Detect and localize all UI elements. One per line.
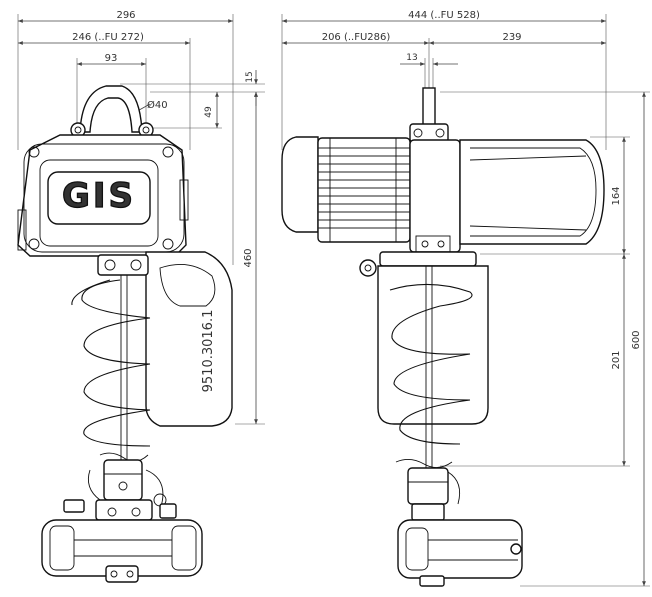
svg-text:600: 600 [631, 330, 642, 349]
svg-text:Ø40: Ø40 [147, 99, 168, 111]
dim-front-total-height: 460 [243, 92, 258, 424]
side-gear-housing [409, 139, 461, 253]
side-motor [281, 136, 411, 243]
side-view-hoist [281, 87, 605, 587]
side-view-dimensions: 444 (..FU 528) 206 (..FU286) 239 13 164 … [281, 10, 650, 587]
front-view-hoist: GIS 9510.3016.1 [17, 85, 233, 583]
svg-text:15: 15 [245, 71, 255, 82]
motor-housing: GIS [17, 134, 189, 257]
svg-text:49: 49 [204, 106, 214, 118]
svg-text:239: 239 [502, 32, 521, 43]
dim-side-total-width: 444 (..FU 528) [282, 10, 606, 23]
break-line [99, 452, 149, 462]
svg-text:13: 13 [406, 53, 417, 63]
side-chain-bag [377, 265, 489, 445]
dim-front-width-fu: 246 (..FU 272) [18, 32, 190, 45]
svg-text:164: 164 [611, 186, 622, 205]
dim-hook-height: 49 [204, 92, 219, 128]
side-suspension-hook [409, 87, 449, 143]
dim-side-body-height: 164 [611, 137, 626, 254]
gis-logo: GIS [62, 176, 136, 216]
dim-side-right-width: 239 [429, 32, 606, 45]
dim-chain-offset: 13 [400, 53, 458, 66]
side-lower-load-block [397, 519, 523, 587]
chain-coil [71, 279, 151, 447]
dim-hook-spacing: 93 [77, 53, 146, 66]
side-control-box [459, 139, 605, 245]
dim-side-left-width: 206 (..FU286) [282, 32, 429, 45]
lower-load-block [41, 519, 203, 583]
svg-text:460: 460 [243, 248, 254, 267]
front-view-dimensions: 296 246 (..FU 272) 93 15 49 Ø40 [17, 10, 265, 425]
lower-hook-block [63, 459, 177, 521]
dim-side-lower-height: 201 [611, 254, 626, 466]
side-break-line [395, 459, 453, 468]
chain-bag: 9510.3016.1 [145, 251, 233, 427]
dim-front-total-width: 296 [18, 10, 233, 23]
svg-text:201: 201 [611, 350, 622, 369]
dim-top-offset: 15 [245, 70, 258, 106]
part-number: 9510.3016.1 [201, 310, 216, 393]
side-lower-hook-block [407, 467, 461, 521]
svg-text:444 (..FU 528): 444 (..FU 528) [408, 10, 480, 21]
svg-text:206 (..FU286): 206 (..FU286) [322, 32, 391, 43]
dim-side-total-height: 600 [631, 92, 646, 586]
chain-outlet [97, 254, 149, 276]
load-chain [120, 275, 128, 460]
side-load-chain [425, 266, 433, 470]
svg-text:246 (..FU 272): 246 (..FU 272) [72, 32, 144, 43]
svg-text:296: 296 [116, 10, 135, 21]
suspension-hook [70, 85, 154, 138]
svg-text:93: 93 [105, 53, 118, 64]
